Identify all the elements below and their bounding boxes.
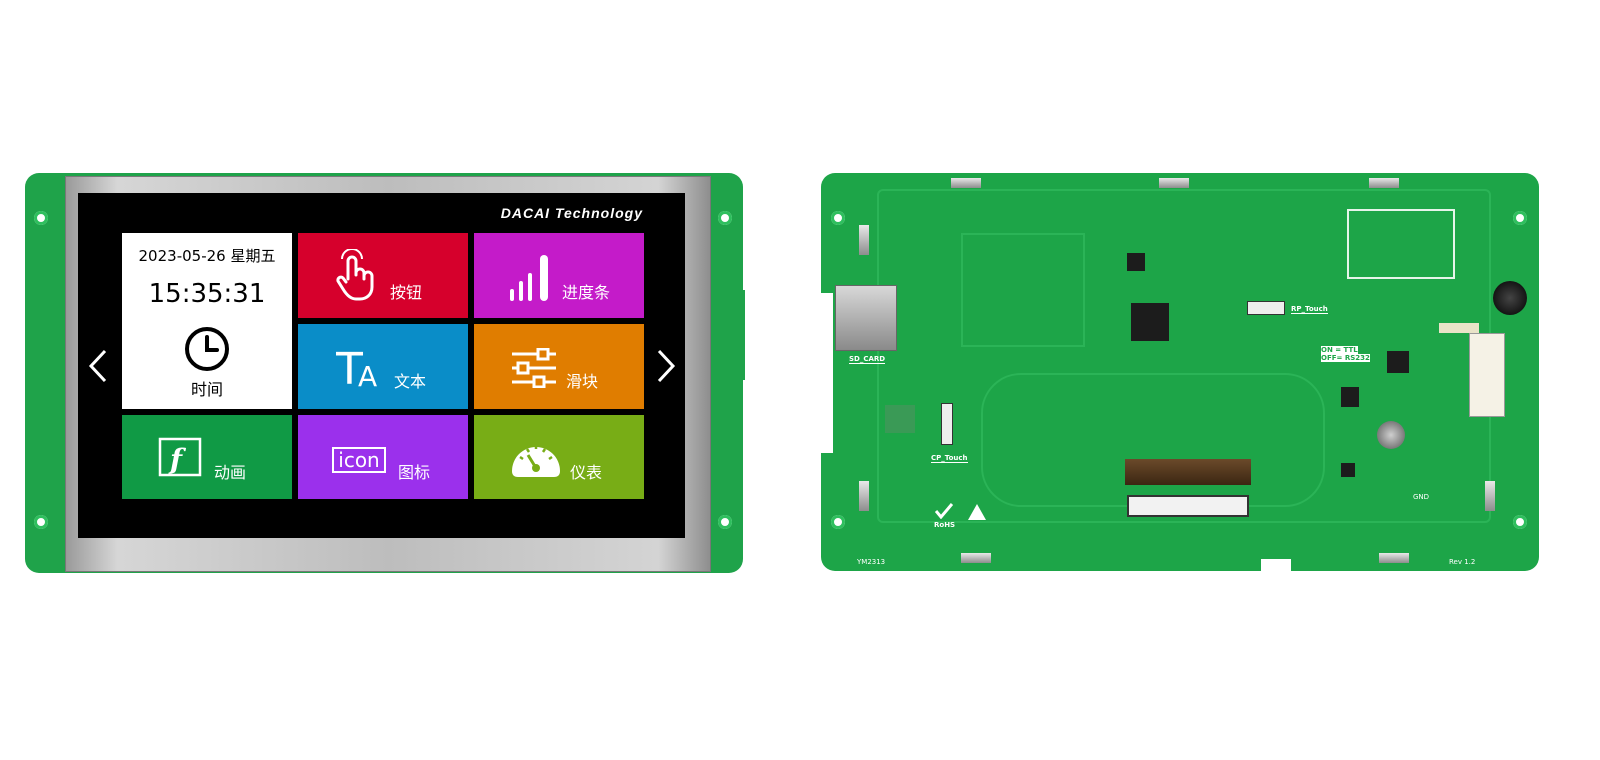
header-strip [1439, 323, 1479, 333]
text-tile[interactable]: T A 文本 [298, 324, 468, 409]
ic-chip [1387, 351, 1409, 373]
slider-label: 滑块 [566, 372, 599, 391]
mount-hole [831, 211, 845, 225]
board-notch [819, 293, 833, 453]
svg-text:A: A [358, 360, 377, 390]
clock-label: 时间 [190, 380, 223, 399]
time-text: 15:35:31 [148, 279, 266, 309]
mount-hole [831, 515, 845, 529]
silk-rp-touch: RP_Touch [1291, 305, 1328, 314]
lcd-screen: DACAI Technology 2023-05-26 星期五 15:35:31… [78, 193, 685, 538]
svg-text:f: f [168, 443, 187, 476]
esd-warning-icon [968, 504, 986, 520]
rp-touch-connector [1247, 301, 1285, 315]
ic-chip [1341, 463, 1355, 477]
mount-hole [34, 515, 48, 529]
buzzer [1493, 281, 1527, 315]
clock-tile[interactable]: 2023-05-26 星期五 15:35:31 时间 [122, 233, 292, 409]
text-ta-icon: T A [336, 344, 377, 390]
slider-tile[interactable]: 滑块 [474, 324, 644, 409]
sd-card-slot [835, 285, 897, 351]
gauge-tile[interactable]: 仪表 [474, 415, 644, 499]
capacitor [1377, 421, 1405, 449]
icon-tile[interactable]: icon 图标 [298, 415, 468, 499]
board-notch [1261, 559, 1291, 573]
slider-icon [512, 348, 556, 388]
silk-rev: Rev 1.2 [1449, 558, 1476, 566]
metal-clip [1379, 553, 1409, 563]
silk-box [1347, 209, 1455, 279]
gauge-icon [512, 445, 560, 477]
trace [981, 373, 1325, 507]
metal-clip [951, 178, 981, 188]
ic-chip [1127, 253, 1145, 271]
back-pcb: SD_CARD RP_Touch CP_Touch ON = TTL OFF= … [819, 173, 1539, 573]
metal-clip [859, 225, 869, 255]
metal-clip [1485, 481, 1495, 511]
silk-rohs: RoHS [934, 521, 956, 529]
clock-icon [185, 327, 229, 371]
date-text: 2023-05-26 星期五 [138, 247, 276, 265]
text-label: 文本 [394, 372, 427, 391]
gauge-label: 仪表 [570, 463, 603, 482]
chevron-right-icon[interactable] [655, 348, 677, 384]
main-connector [1469, 333, 1505, 417]
silk-off-rs232: OFF= RS232 [1321, 354, 1370, 362]
icon-badge-icon: icon [332, 447, 386, 473]
mount-hole [718, 515, 732, 529]
fpc-ribbon [1125, 459, 1251, 485]
metal-clip [961, 553, 991, 563]
silk-gnd: GND [1413, 493, 1430, 501]
mcu-chip [1131, 303, 1169, 341]
pad-area [885, 405, 915, 433]
fpc-connector [1127, 495, 1249, 517]
progress-label: 进度条 [562, 283, 611, 302]
progress-tile[interactable]: 进度条 [474, 233, 644, 318]
metal-clip [859, 481, 869, 511]
pcb-tab [735, 290, 745, 380]
mount-hole [1513, 515, 1527, 529]
flash-icon: f [158, 437, 202, 477]
button-tile[interactable]: 按钮 [298, 233, 468, 318]
inductor [1341, 387, 1359, 407]
mount-hole [1513, 211, 1527, 225]
brand-text: DACAI Technology [500, 205, 643, 221]
progress-bars-icon [510, 255, 548, 301]
button-label: 按钮 [390, 283, 423, 302]
rohs-check-icon [935, 503, 953, 519]
chevron-left-icon[interactable] [87, 348, 109, 384]
trace [961, 233, 1085, 347]
animation-tile[interactable]: f 动画 [122, 415, 292, 499]
metal-clip [1369, 178, 1399, 188]
mount-hole [34, 211, 48, 225]
touch-hand-icon [336, 249, 374, 301]
animation-label: 动画 [214, 463, 247, 482]
icon-label: 图标 [398, 463, 431, 482]
svg-text:T: T [336, 344, 363, 390]
silk-date-code: YM2313 [857, 558, 886, 566]
cp-touch-connector [941, 403, 953, 445]
mount-hole [718, 211, 732, 225]
metal-clip [1159, 178, 1189, 188]
silk-cp-touch: CP_Touch [931, 454, 968, 463]
silk-sd-card: SD_CARD [849, 355, 886, 364]
silk-on-ttl: ON = TTL [1321, 346, 1358, 354]
